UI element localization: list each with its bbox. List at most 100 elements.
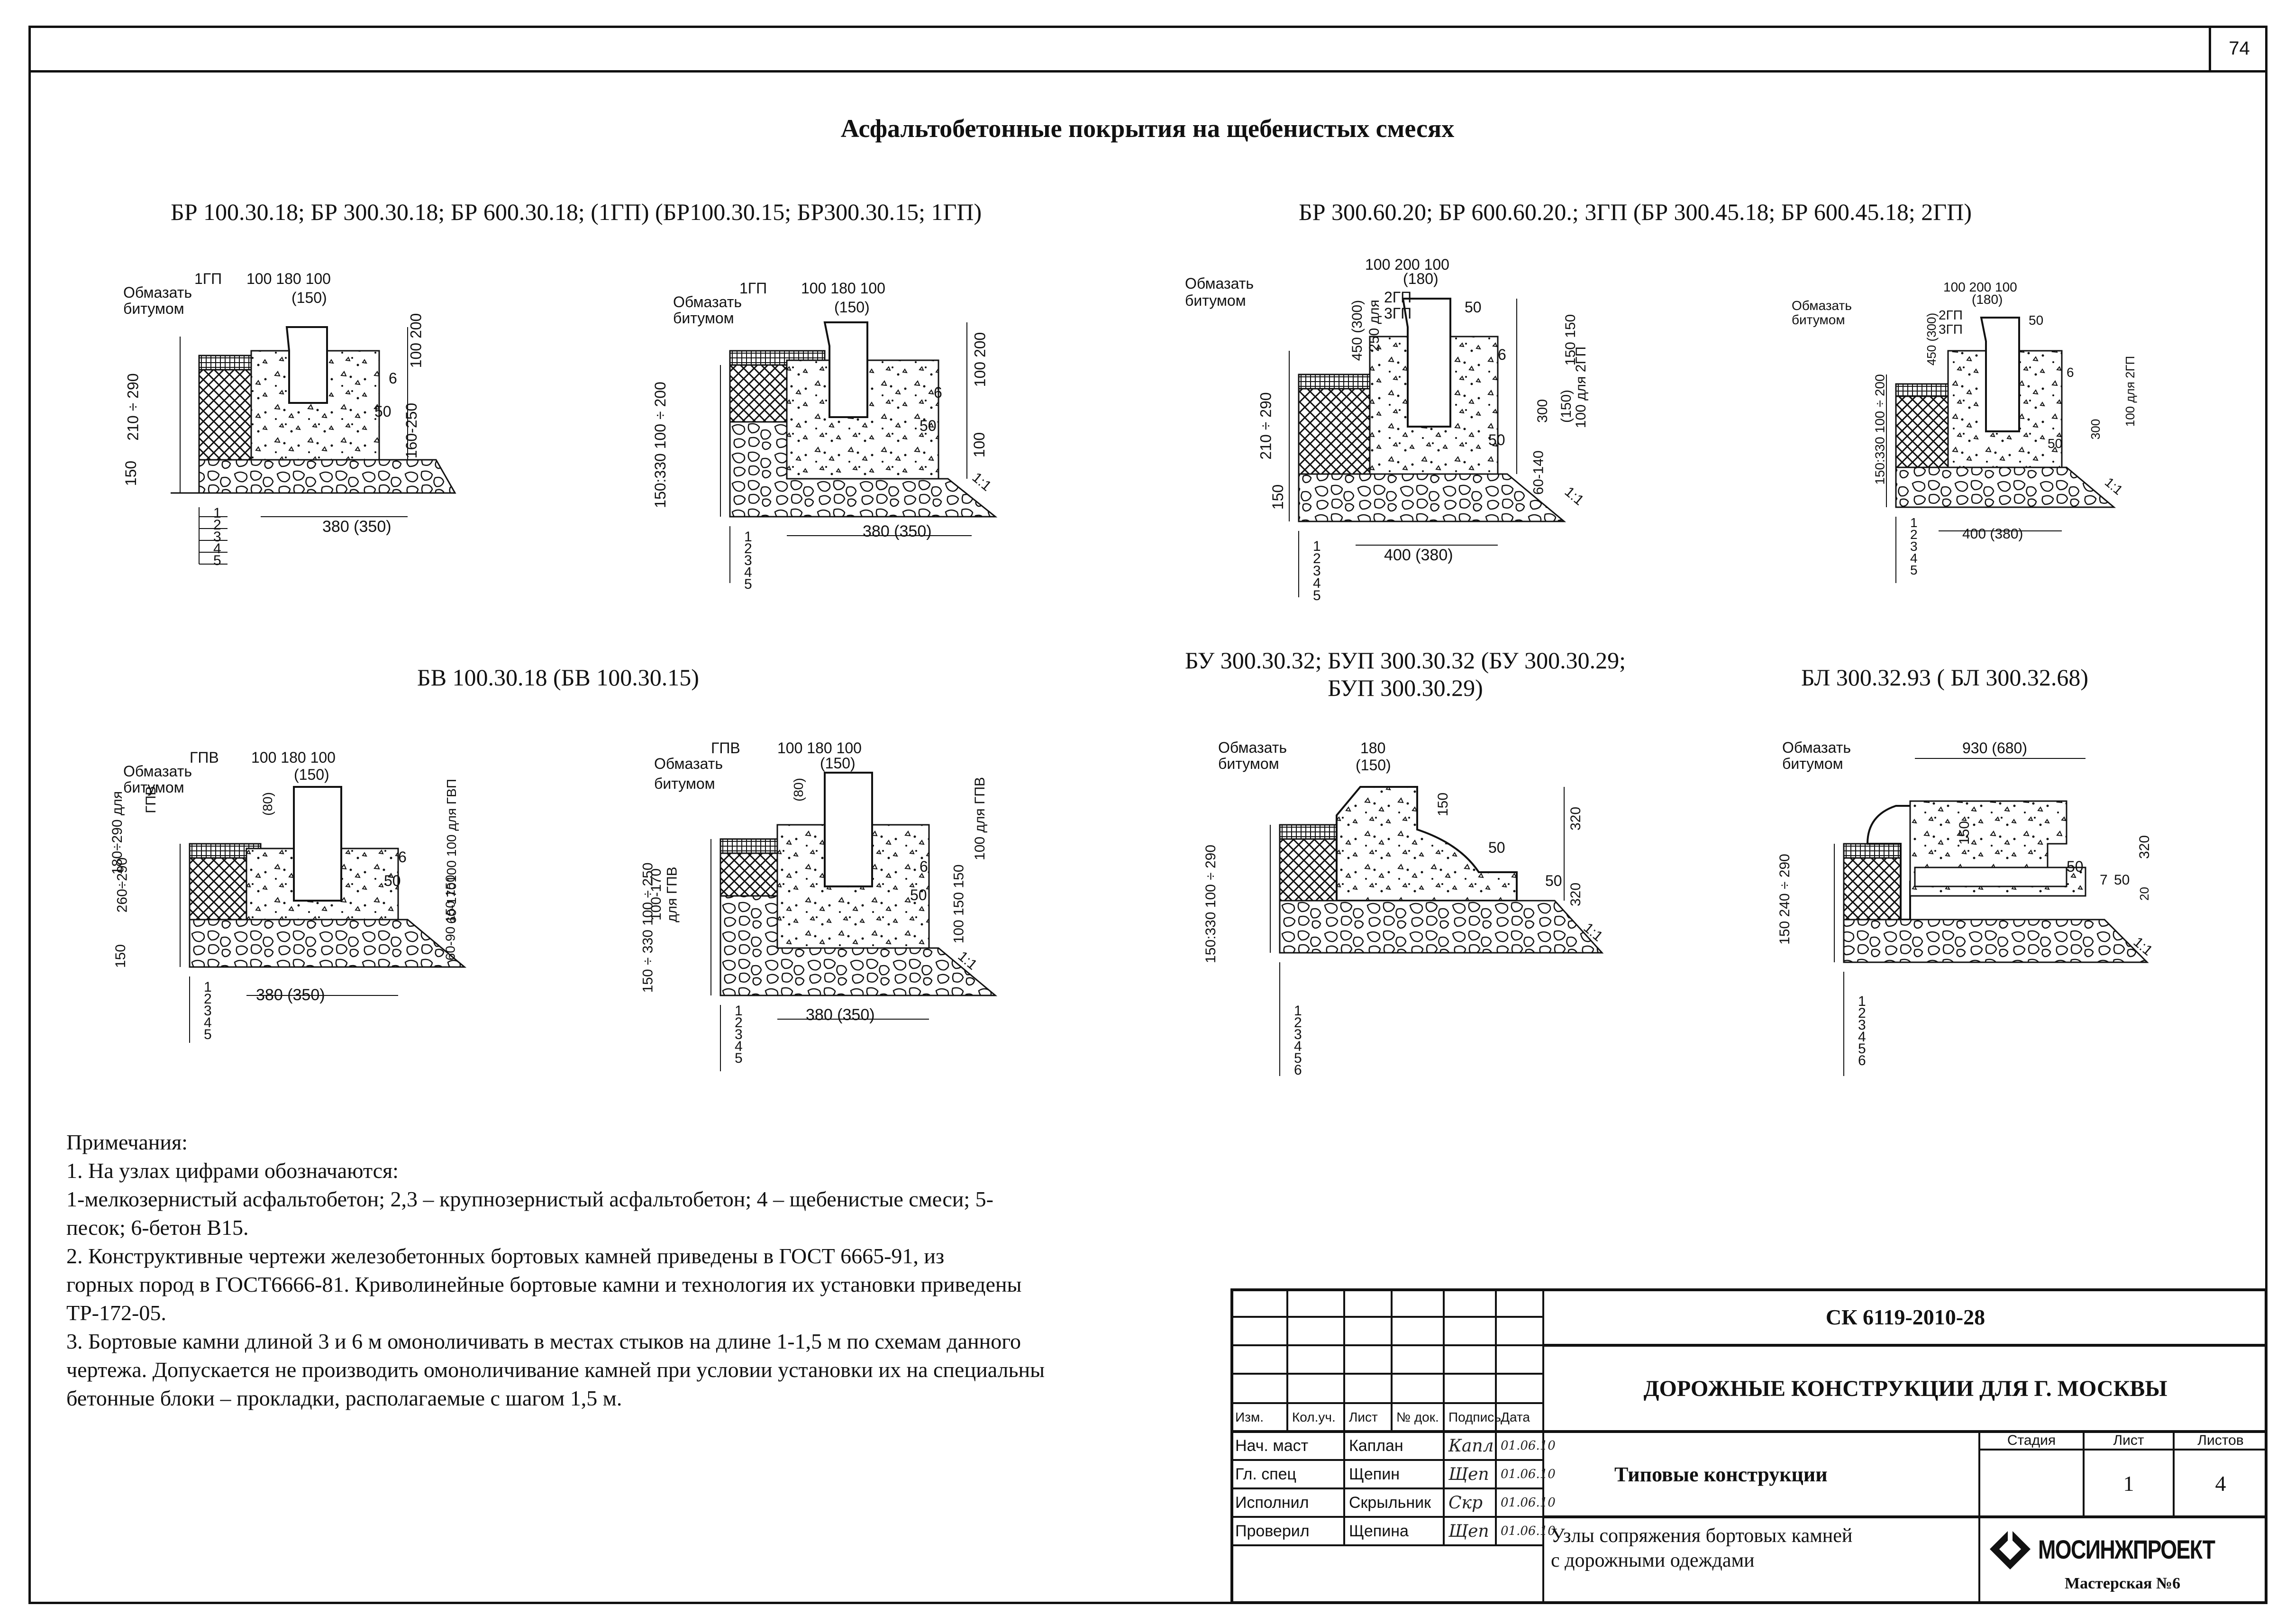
layer-1: 1 (735, 1003, 743, 1019)
layer-3: 3 (735, 1027, 743, 1042)
label-450-4: 450 (300) (1924, 312, 1939, 366)
sketch-bu: Обмазать битумом 180 (150) 150 50 50 320… (1194, 730, 1621, 1081)
label-6: 6 (389, 370, 397, 387)
row-date-3: 01.06.10 (1501, 1496, 1556, 1510)
label-width-5: 380 (350) (256, 986, 325, 1004)
layer-2: 2 (1858, 1005, 1866, 1021)
label-gpv-6: ГПВ (711, 739, 740, 757)
label-dims-top: 100 180 100 (246, 270, 331, 287)
label-dims-top-2: 100 180 100 (801, 280, 885, 297)
layer-list-5: 1 2 3 4 5 (204, 980, 212, 1042)
sheet-title-2: с дорожными одеждами (1551, 1550, 1755, 1571)
header-line (28, 70, 2268, 73)
layer-1: 1 (1294, 1003, 1302, 1019)
label-3gp: 3ГП (1384, 305, 1412, 322)
label-50-4a: 50 (2029, 313, 2044, 328)
label-smear-d2: битумом (1792, 312, 1845, 327)
label-50-6: 50 (910, 886, 927, 903)
label-320-7b: 320 (1568, 882, 1584, 907)
sheet-title: Узлы сопряжения бортовых камней с дорожн… (1551, 1524, 1977, 1573)
label-300-3: 300 (1535, 399, 1551, 423)
label-180-290-5: 180÷290 для (109, 791, 126, 875)
org-logo-icon (1990, 1529, 2031, 1569)
label-gpv-v-5: ГПВ (143, 786, 159, 813)
stage-label: Стадия (2007, 1432, 2056, 1448)
label-smear-g2: битумом (1218, 755, 1279, 772)
hdr-ndok: № док. (1396, 1410, 1439, 1424)
row-role-3: Исполнил (1235, 1493, 1309, 1512)
layer-list-7: 1 2 3 4 5 6 (1294, 1003, 1302, 1077)
label-smear-g1: Обмазать (1218, 739, 1287, 756)
label-80-5: (80) (260, 792, 275, 816)
layer-1: 1 (744, 529, 752, 545)
label-dims-150: (150) (291, 289, 327, 306)
layer-4: 4 (204, 1015, 212, 1031)
label-100-2: 100 (971, 432, 988, 458)
main-title: ДОРОЖНЫЕ КОНСТРУКЦИИ ДЛЯ Г. МОСКВЫ (1643, 1376, 2168, 1401)
hdr-data: Дата (1501, 1410, 1530, 1424)
label-240-290-8: 150 240 ÷ 290 (1776, 854, 1793, 945)
layer-2: 2 (204, 991, 212, 1007)
page-number: 74 (2209, 26, 2268, 71)
label-smear-1: Обмазать (123, 284, 192, 301)
row-role-2: Гл. спец (1235, 1465, 1297, 1483)
layer-1: 1 (213, 505, 221, 521)
row-sign-2: Щеп (1448, 1464, 1489, 1484)
label-smear-b2: битумом (673, 310, 734, 327)
label-2gp-4: 2ГП (1939, 308, 1963, 322)
row-role-4: Проверил (1235, 1522, 1310, 1540)
list-value: 1 (2123, 1471, 2134, 1496)
label-150v-7: 150 (1435, 792, 1451, 817)
caption-bu: БУ 300.30.32; БУП 300.30.32 (БУ 300.30.2… (1138, 647, 1673, 702)
label-50-4b: 50 (2048, 436, 2063, 451)
layer-4: 4 (735, 1039, 743, 1054)
label-450-3: 450 (300) (1349, 300, 1366, 361)
listov-value: 4 (2215, 1471, 2226, 1496)
caption-br-left: БР 100.30.18; БР 300.30.18; БР 600.30.18… (171, 199, 982, 225)
label-50-8: 50 (2067, 858, 2084, 875)
caption-bu-line2: БУП 300.30.29) (1328, 675, 1483, 701)
label-50b-8: 50 (2114, 872, 2130, 888)
sketch-br-4: Обмазать битумом 100 200 100 (180) 2ГП 3… (1782, 280, 2142, 593)
label-smear-d1: Обмазать (1792, 298, 1852, 313)
title-block: Изм. Кол.уч. Лист № док. Подпись Дата На… (1230, 1288, 2268, 1604)
label-6-4: 6 (2067, 365, 2074, 380)
label-150b-3: (150) (1558, 389, 1575, 423)
listov-label: Листов (2197, 1432, 2244, 1448)
label-20-8: 20 (2137, 887, 2151, 901)
layer-5: 5 (1313, 588, 1321, 603)
label-50: 50 (374, 403, 392, 420)
label-320-7a: 320 (1568, 806, 1584, 831)
layer-3: 3 (744, 553, 752, 568)
label-180-7: 180 (1360, 739, 1386, 757)
note-3b: чертежа. Допускается не производить омон… (66, 1358, 1045, 1382)
label-150-330: 150:330 100 ÷ 200 (651, 382, 669, 508)
label-dims-180-4: (180) (1972, 292, 2003, 307)
row-role-1: Нач. маст (1235, 1436, 1309, 1455)
layer-1: 1 (1910, 515, 1918, 530)
label-50-3a: 50 (1465, 299, 1482, 316)
label-80-6: (80) (791, 778, 806, 802)
label-150-7: (150) (1356, 757, 1391, 774)
title-block-grid (1230, 1288, 2268, 1604)
label-2gp: 2ГП (1384, 289, 1412, 306)
layer-4: 4 (1858, 1029, 1866, 1045)
layer-4: 4 (1313, 575, 1321, 591)
note-3: 3. Бортовые камни длиной 3 и 6 м омоноли… (66, 1329, 1021, 1353)
label-smear-2: битумом (123, 300, 184, 317)
workshop: Мастерская №6 (2065, 1575, 2181, 1592)
layer-5: 5 (204, 1027, 212, 1042)
note-1: 1. На узлах цифрами обозначаются: (66, 1159, 399, 1183)
label-300-4: 300 (2088, 419, 2103, 440)
row-sign-4: Щеп (1448, 1521, 1489, 1541)
label-150-8: 150 (1957, 821, 1973, 845)
label-930-8: 930 (680) (1962, 739, 2027, 757)
label-width-4: 400 (380) (1962, 526, 2023, 542)
label-250-3: 250 для (1366, 300, 1382, 352)
label-dims-top-4: 100 200 100 (1943, 280, 2017, 294)
hdr-list: Лист (1349, 1410, 1378, 1424)
layer-3: 3 (1313, 563, 1321, 579)
row-sign-1: Капл (1448, 1436, 1494, 1456)
label-dims-top-3: 100 200 100 (1365, 256, 1449, 273)
label-60-140-3: 60-140 (1530, 450, 1547, 495)
